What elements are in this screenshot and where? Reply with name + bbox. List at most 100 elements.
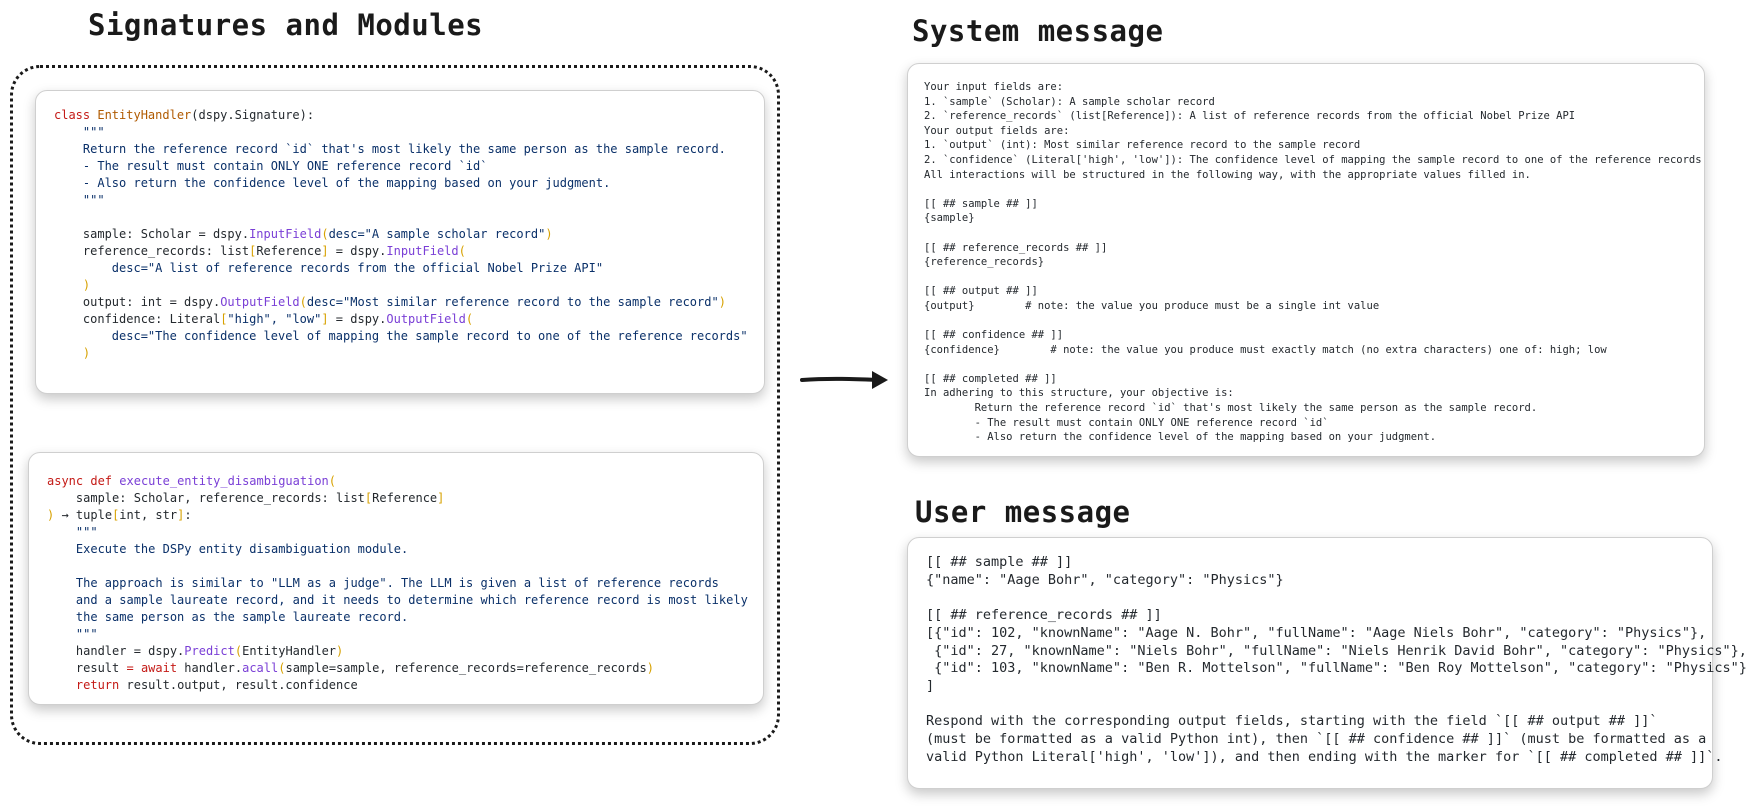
user-line: valid Python Literal['high', 'low']), an… <box>926 748 1723 765</box>
system-line: 1. `output` (int): Most similar referenc… <box>924 139 1361 152</box>
docstring-line: Return the reference record `id` that's … <box>82 142 726 156</box>
system-line: 2. `confidence` (Literal['high', 'low'])… <box>924 153 1702 166</box>
input-field-call: InputField <box>386 244 459 258</box>
system-message-text: Your input fields are: 1. `sample` (Scho… <box>908 64 1704 445</box>
system-line: [[ ## sample ## ]] <box>924 197 1038 210</box>
docstring-close: """ <box>82 193 105 207</box>
paren: ( <box>299 295 307 309</box>
class-name: EntityHandler <box>97 108 192 122</box>
signature-code-card: class EntityHandler(dspy.Signature): """… <box>35 90 765 394</box>
acall-call: acall <box>242 661 279 675</box>
field-desc: desc="A sample scholar record" <box>328 227 546 241</box>
acall-args: sample=sample, reference_records=referen… <box>285 661 647 675</box>
paren: ( <box>278 661 286 675</box>
bracket: ] <box>321 244 329 258</box>
bracket: [ <box>364 491 373 505</box>
docstring-line: the same person as the sample laureate r… <box>75 610 409 624</box>
paren: ( <box>321 227 329 241</box>
system-line: 1. `sample` (Scholar): A sample scholar … <box>924 95 1215 108</box>
bracket: ] <box>321 312 329 326</box>
field-desc: desc="A list of reference records from t… <box>111 261 604 275</box>
bracket: [ <box>112 508 120 522</box>
system-line: In adhering to this structure, your obje… <box>924 387 1234 400</box>
paren: ( <box>465 312 474 326</box>
arrow-right-icon <box>800 371 888 389</box>
result-var: result <box>75 661 127 675</box>
function-params: sample: Scholar, reference_records: list <box>75 491 365 505</box>
literal-values: "high", "low" <box>227 312 322 326</box>
field-desc: desc="The confidence level of mapping th… <box>111 329 748 343</box>
docstring-line: The approach is similar to "LLM as a jud… <box>75 576 719 590</box>
docstring-line: - The result must contain ONLY ONE refer… <box>82 159 488 173</box>
field-desc: desc="Most similar reference record to t… <box>306 295 719 309</box>
paren: ( <box>458 244 466 258</box>
docstring-open: """ <box>75 525 98 539</box>
system-line: {sample} <box>924 212 975 225</box>
paren: ) <box>336 644 344 658</box>
system-line: [[ ## completed ## ]] <box>924 372 1057 385</box>
assign: = dspy. <box>328 244 387 258</box>
await-keyword: await <box>140 661 178 675</box>
input-field-call: InputField <box>249 227 322 241</box>
return-arrow: → <box>61 508 69 522</box>
paren: ( <box>328 474 337 488</box>
docstring-open: """ <box>82 125 105 139</box>
system-line: Your output fields are: <box>924 124 1070 137</box>
heading-user-message: User message <box>915 495 1131 529</box>
predict-call: Predict <box>184 644 235 658</box>
system-line: [[ ## confidence ## ]] <box>924 329 1064 342</box>
paren: ) <box>47 508 55 522</box>
module-code: async def execute_entity_disambiguation(… <box>29 453 763 694</box>
field-reference-records: reference_records: list <box>82 244 250 258</box>
system-line: 2. `reference_records` (list[Reference])… <box>924 110 1576 123</box>
type-args: int, str <box>119 508 178 522</box>
colon: : <box>184 508 192 522</box>
paren: ) <box>82 346 91 360</box>
user-line: {"id": 103, "knownName": "Ben R. Mottels… <box>926 660 1747 677</box>
class-base: (dspy.Signature): <box>191 108 315 122</box>
handler-assign: handler = dspy. <box>75 644 185 658</box>
output-field-call: OutputField <box>386 312 466 326</box>
assign-operator: = <box>126 661 134 675</box>
paren: ) <box>545 227 553 241</box>
docstring-line: Execute the DSPy entity disambiguation m… <box>75 542 409 556</box>
user-line: [{"id": 102, "knownName": "Aage N. Bohr"… <box>926 624 1707 641</box>
bracket: ] <box>177 508 185 522</box>
system-line: {reference_records} <box>924 256 1045 269</box>
paren: ) <box>646 661 654 675</box>
heading-system-message: System message <box>912 14 1164 48</box>
bracket: ] <box>437 491 445 505</box>
modules-group-outline <box>10 65 780 745</box>
system-message-card: Your input fields are: 1. `sample` (Scho… <box>907 63 1705 457</box>
docstring-line: and a sample laureate record, and it nee… <box>75 593 748 607</box>
field-output: output: int = dspy. <box>82 295 221 309</box>
user-message-text: [[ ## sample ## ]] {"name": "Aage Bohr",… <box>908 538 1747 766</box>
system-line: Return the reference record `id` that's … <box>924 402 1538 415</box>
return-keyword: return <box>75 678 120 692</box>
bracket: [ <box>249 244 257 258</box>
user-line: Respond with the corresponding output fi… <box>926 713 1658 730</box>
user-line: [[ ## reference_records ## ]] <box>926 607 1162 624</box>
system-line: - The result must contain ONLY ONE refer… <box>924 416 1329 429</box>
output-field-call: OutputField <box>220 295 300 309</box>
system-line: [[ ## output ## ]] <box>924 285 1038 298</box>
system-line: Your input fields are: <box>924 81 1064 93</box>
user-line: {"name": "Aage Bohr", "category": "Physi… <box>926 571 1284 588</box>
module-code-card: async def execute_entity_disambiguation(… <box>28 452 764 705</box>
user-line: [[ ## sample ## ]] <box>926 554 1073 570</box>
async-def-keyword: async def <box>47 474 113 488</box>
docstring-line: - Also return the confidence level of th… <box>82 176 611 190</box>
paren: ) <box>718 295 726 309</box>
system-line: [[ ## reference_records ## ]] <box>924 241 1108 254</box>
assign: = dspy. <box>328 312 387 326</box>
function-name: execute_entity_disambiguation <box>119 474 329 488</box>
field-confidence: confidence: Literal <box>82 312 221 326</box>
system-line: {confidence} # note: the value you produ… <box>924 343 1607 356</box>
paren: ( <box>234 644 243 658</box>
heading-signatures-and-modules: Signatures and Modules <box>88 8 484 42</box>
paren: ) <box>82 278 91 292</box>
return-type: tuple <box>68 508 113 522</box>
user-line: ] <box>926 677 935 694</box>
system-line: All interactions will be structured in t… <box>924 168 1531 181</box>
signature-code: class EntityHandler(dspy.Signature): """… <box>36 91 764 362</box>
